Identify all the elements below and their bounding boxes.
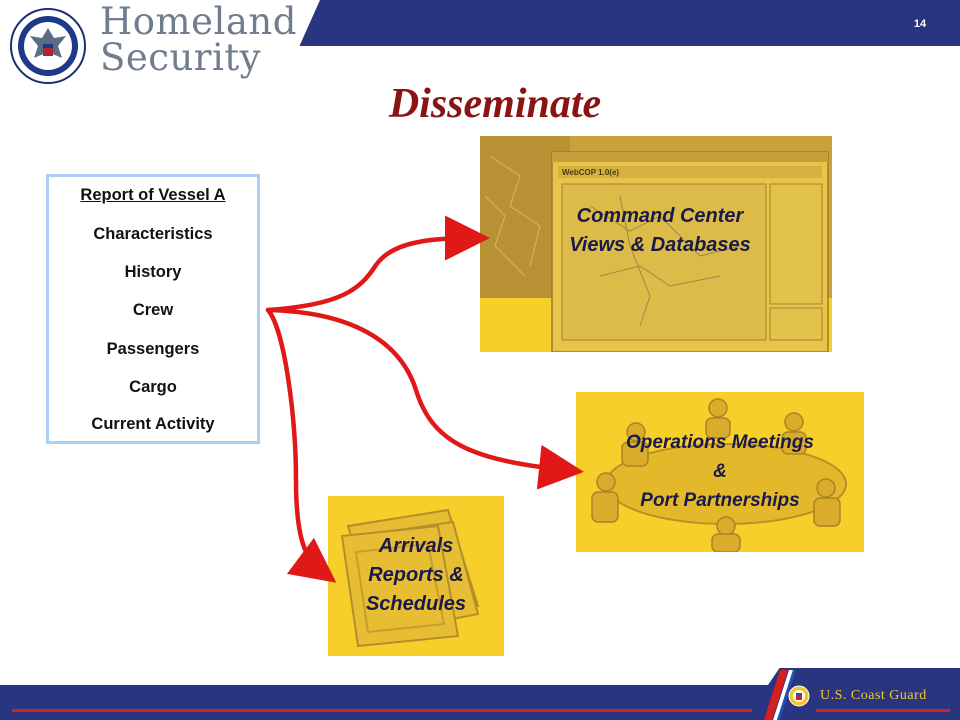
arrow-to-command-center <box>268 238 472 310</box>
arrow-to-operations <box>268 310 566 470</box>
coast-guard-emblem-icon <box>788 685 810 707</box>
coast-guard-label: U.S. Coast Guard <box>820 688 952 704</box>
footer-bar <box>0 685 960 720</box>
footer-notch <box>768 668 960 685</box>
footer-red-rule-right <box>816 709 950 712</box>
footer-red-rule <box>12 709 752 712</box>
arrow-to-arrivals <box>268 310 322 572</box>
